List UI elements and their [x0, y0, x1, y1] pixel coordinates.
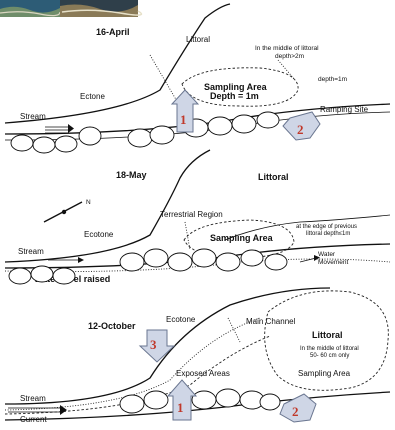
edge-note-2: littoral depth≤1m	[306, 231, 350, 237]
exposed-areas-label: Exposed Areas	[176, 369, 230, 378]
site-marker-2: 2	[283, 112, 320, 140]
sampling-area-label: Sampling Area	[210, 233, 274, 243]
ecotone-label: Ectone	[80, 92, 105, 101]
panel-may: 18-May Littoral Terrestrial Region Ecoto…	[5, 150, 390, 284]
svg-text:1: 1	[180, 112, 187, 127]
ecotone-label: Ecotone	[84, 230, 114, 239]
water-movement-label-2: Movement	[318, 259, 349, 266]
water-movement-label-1: Water	[318, 251, 336, 258]
svg-text:3: 3	[150, 337, 157, 352]
middle-note-1: In the middle of littoral	[255, 45, 319, 52]
depth-label: depth=1m	[318, 76, 347, 83]
compass-icon: N	[44, 199, 91, 222]
littoral-label: Littoral	[312, 330, 343, 340]
panel-april: 16-April Littoral In the middle of litto…	[5, 4, 390, 153]
panel-date: 12-October	[88, 321, 136, 331]
svg-text:N: N	[86, 199, 91, 206]
edge-note-1: at the edge of previous	[296, 224, 357, 230]
photo-thumbnail	[0, 0, 141, 17]
rocks-row-2	[9, 249, 287, 284]
ecotone-label: Ecotone	[166, 315, 196, 324]
stream-label: Stream	[20, 394, 46, 403]
sampling-depth-label: Depth = 1m	[210, 91, 259, 101]
svg-text:2: 2	[297, 122, 304, 137]
panel-date: 18-May	[116, 170, 147, 180]
main-channel-label: Main Channel	[246, 317, 296, 326]
panel-october: 12-October Ecotone Main Channel Littoral…	[5, 288, 390, 424]
svg-text:2: 2	[292, 404, 299, 419]
middle-note-2: 50- 60 cm only	[310, 353, 349, 359]
littoral-label: Littoral	[258, 172, 289, 182]
panel-date: 16-April	[96, 27, 130, 37]
terrestrial-label: Terrestrial Region	[160, 210, 223, 219]
stream-label: Stream	[18, 247, 44, 256]
middle-note-2: depth>2m	[275, 53, 304, 60]
sampling-area-label: Sampling Area	[298, 369, 351, 378]
svg-text:1: 1	[177, 400, 184, 415]
middle-note-1: In the middle of littoral	[300, 346, 359, 352]
site-marker-3: 3	[140, 330, 174, 362]
